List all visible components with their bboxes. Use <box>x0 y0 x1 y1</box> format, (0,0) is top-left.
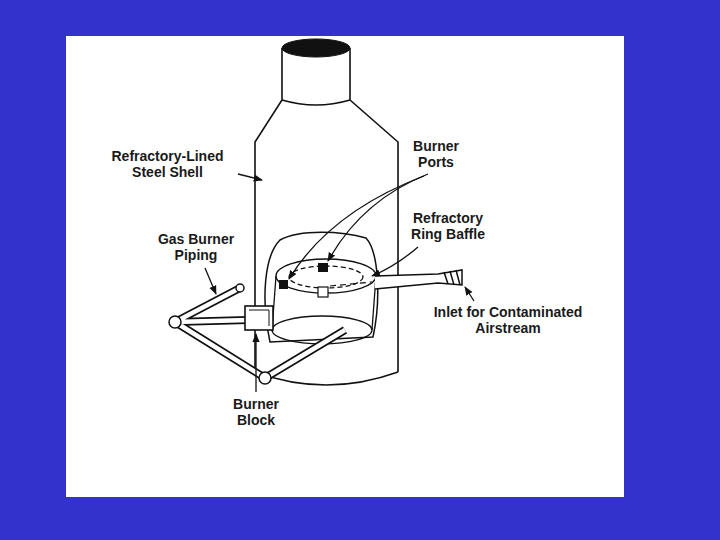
part-label: Gas Burner Piping <box>150 231 242 263</box>
part-label: Burner Ports <box>404 138 468 170</box>
burner-port-symbols <box>279 263 372 297</box>
leader-lines <box>205 174 474 392</box>
part-label: Refractory-Lined Steel Shell <box>100 148 235 180</box>
ring-baffle <box>272 259 376 344</box>
burner-block <box>245 306 273 330</box>
part-label: Burner Block <box>224 396 288 428</box>
steel-shell <box>255 48 398 385</box>
part-label: Inlet for Contaminated Airstream <box>418 304 598 336</box>
part-label: Refractory Ring Baffle <box>402 210 494 242</box>
inlet-pipe <box>375 270 462 289</box>
stack-outlet <box>282 39 350 57</box>
cutaway <box>265 232 378 342</box>
gas-piping <box>169 284 345 384</box>
